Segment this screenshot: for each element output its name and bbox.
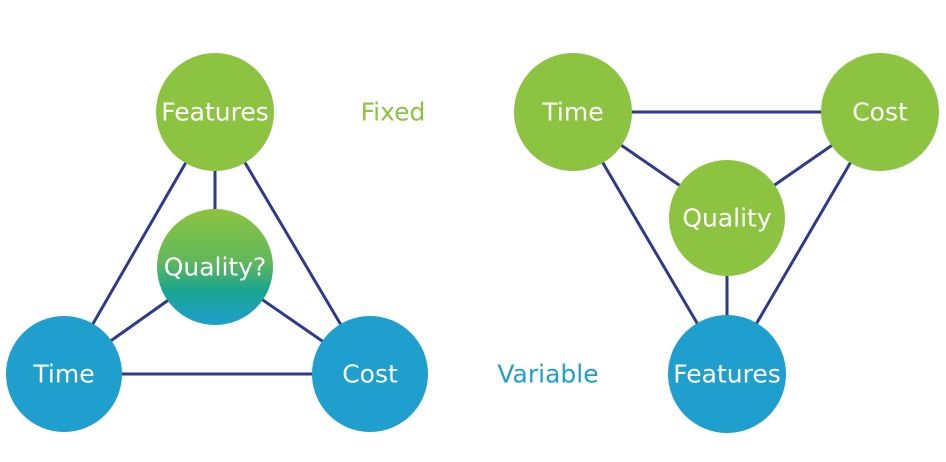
node-time-fixed: Time — [514, 53, 632, 171]
node-label: Features — [673, 360, 781, 389]
node-label: Quality — [682, 204, 772, 233]
node-quality-uncertain: Quality? — [157, 209, 273, 325]
legend: Fixed Variable — [361, 98, 599, 389]
node-time-variable: Time — [6, 316, 122, 432]
node-label: Time — [541, 98, 603, 127]
left-diagram: Features Quality? Time Cost — [6, 53, 428, 432]
legend-variable: Variable — [497, 360, 598, 389]
node-quality-fixed: Quality — [669, 160, 785, 276]
node-label: Quality? — [164, 253, 267, 282]
node-features-variable: Features — [668, 315, 786, 433]
node-label: Cost — [852, 98, 908, 127]
node-features-fixed: Features — [156, 53, 274, 171]
node-label: Cost — [342, 360, 398, 389]
legend-fixed: Fixed — [361, 98, 426, 127]
node-label: Features — [161, 98, 269, 127]
node-cost-variable: Cost — [312, 316, 428, 432]
node-cost-fixed: Cost — [821, 53, 939, 171]
node-label: Time — [32, 360, 94, 389]
right-diagram: Time Cost Quality Features — [514, 53, 939, 433]
